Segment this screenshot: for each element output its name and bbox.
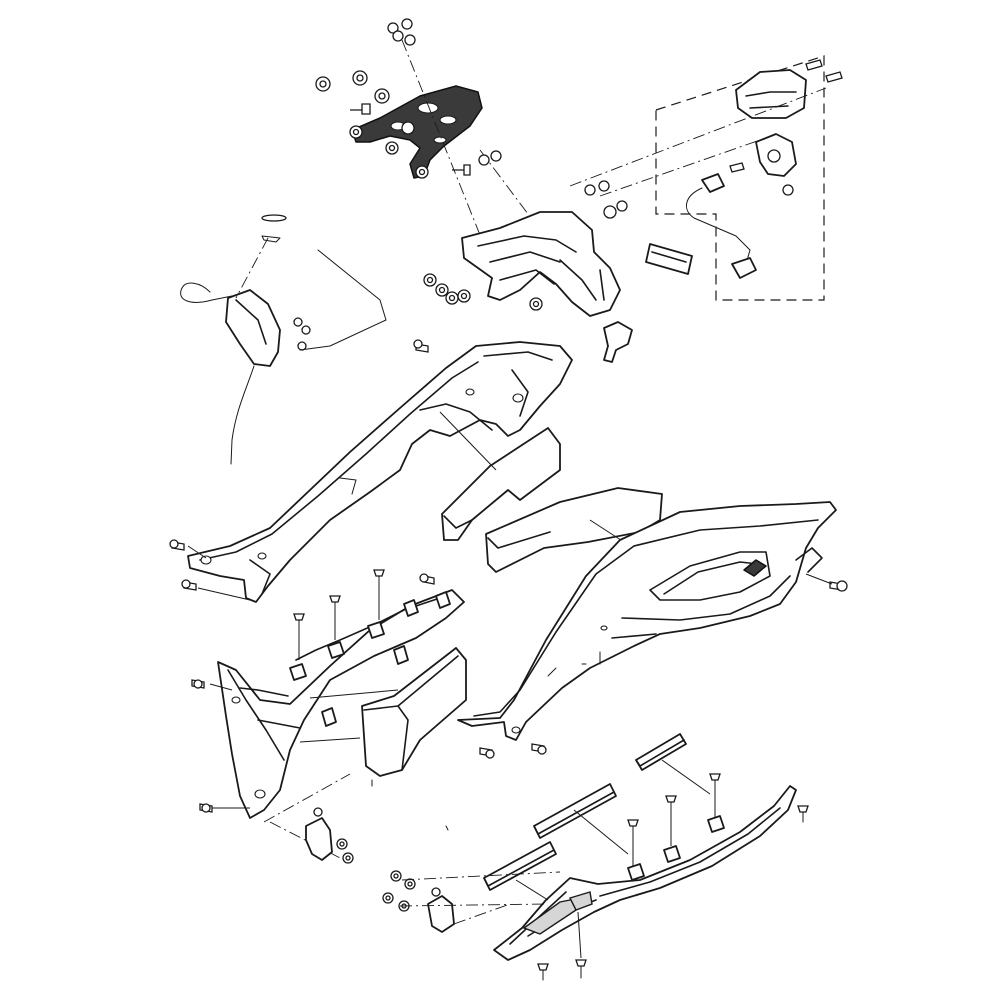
lower-cover-pad xyxy=(361,647,467,777)
rear-fender xyxy=(461,211,621,317)
lower-cover-clips xyxy=(289,591,451,727)
tail-light-group-box xyxy=(655,55,825,301)
tail-light-fasteners xyxy=(729,59,843,196)
seat-lock-bracket xyxy=(351,85,483,179)
upper-cover-fasteners xyxy=(169,339,429,591)
lower-cover-screws xyxy=(191,569,435,813)
bulb-socket-cord xyxy=(686,173,757,279)
release-cable xyxy=(299,249,387,351)
license-plate-bracket xyxy=(603,321,633,363)
reflector xyxy=(645,243,693,275)
under-cover-pads xyxy=(483,733,687,891)
seat-pad-left xyxy=(441,427,561,541)
under-cover-screws xyxy=(537,773,809,981)
fender-fasteners xyxy=(423,150,628,311)
seat-latch-assembly xyxy=(180,282,311,367)
tail-light-bracket xyxy=(755,133,797,177)
left-side-cover-upper xyxy=(187,341,573,603)
under-cover-clips xyxy=(627,815,725,881)
left-lower-cover xyxy=(217,589,465,819)
tail-light xyxy=(735,69,807,119)
right-cover-fasteners xyxy=(479,580,848,759)
small-bracket xyxy=(305,807,354,864)
pin-parts xyxy=(261,214,287,243)
under-cover xyxy=(493,785,797,961)
bottom-bracket xyxy=(382,870,455,933)
right-side-cover xyxy=(457,501,837,741)
bracket-fasteners xyxy=(315,18,471,179)
